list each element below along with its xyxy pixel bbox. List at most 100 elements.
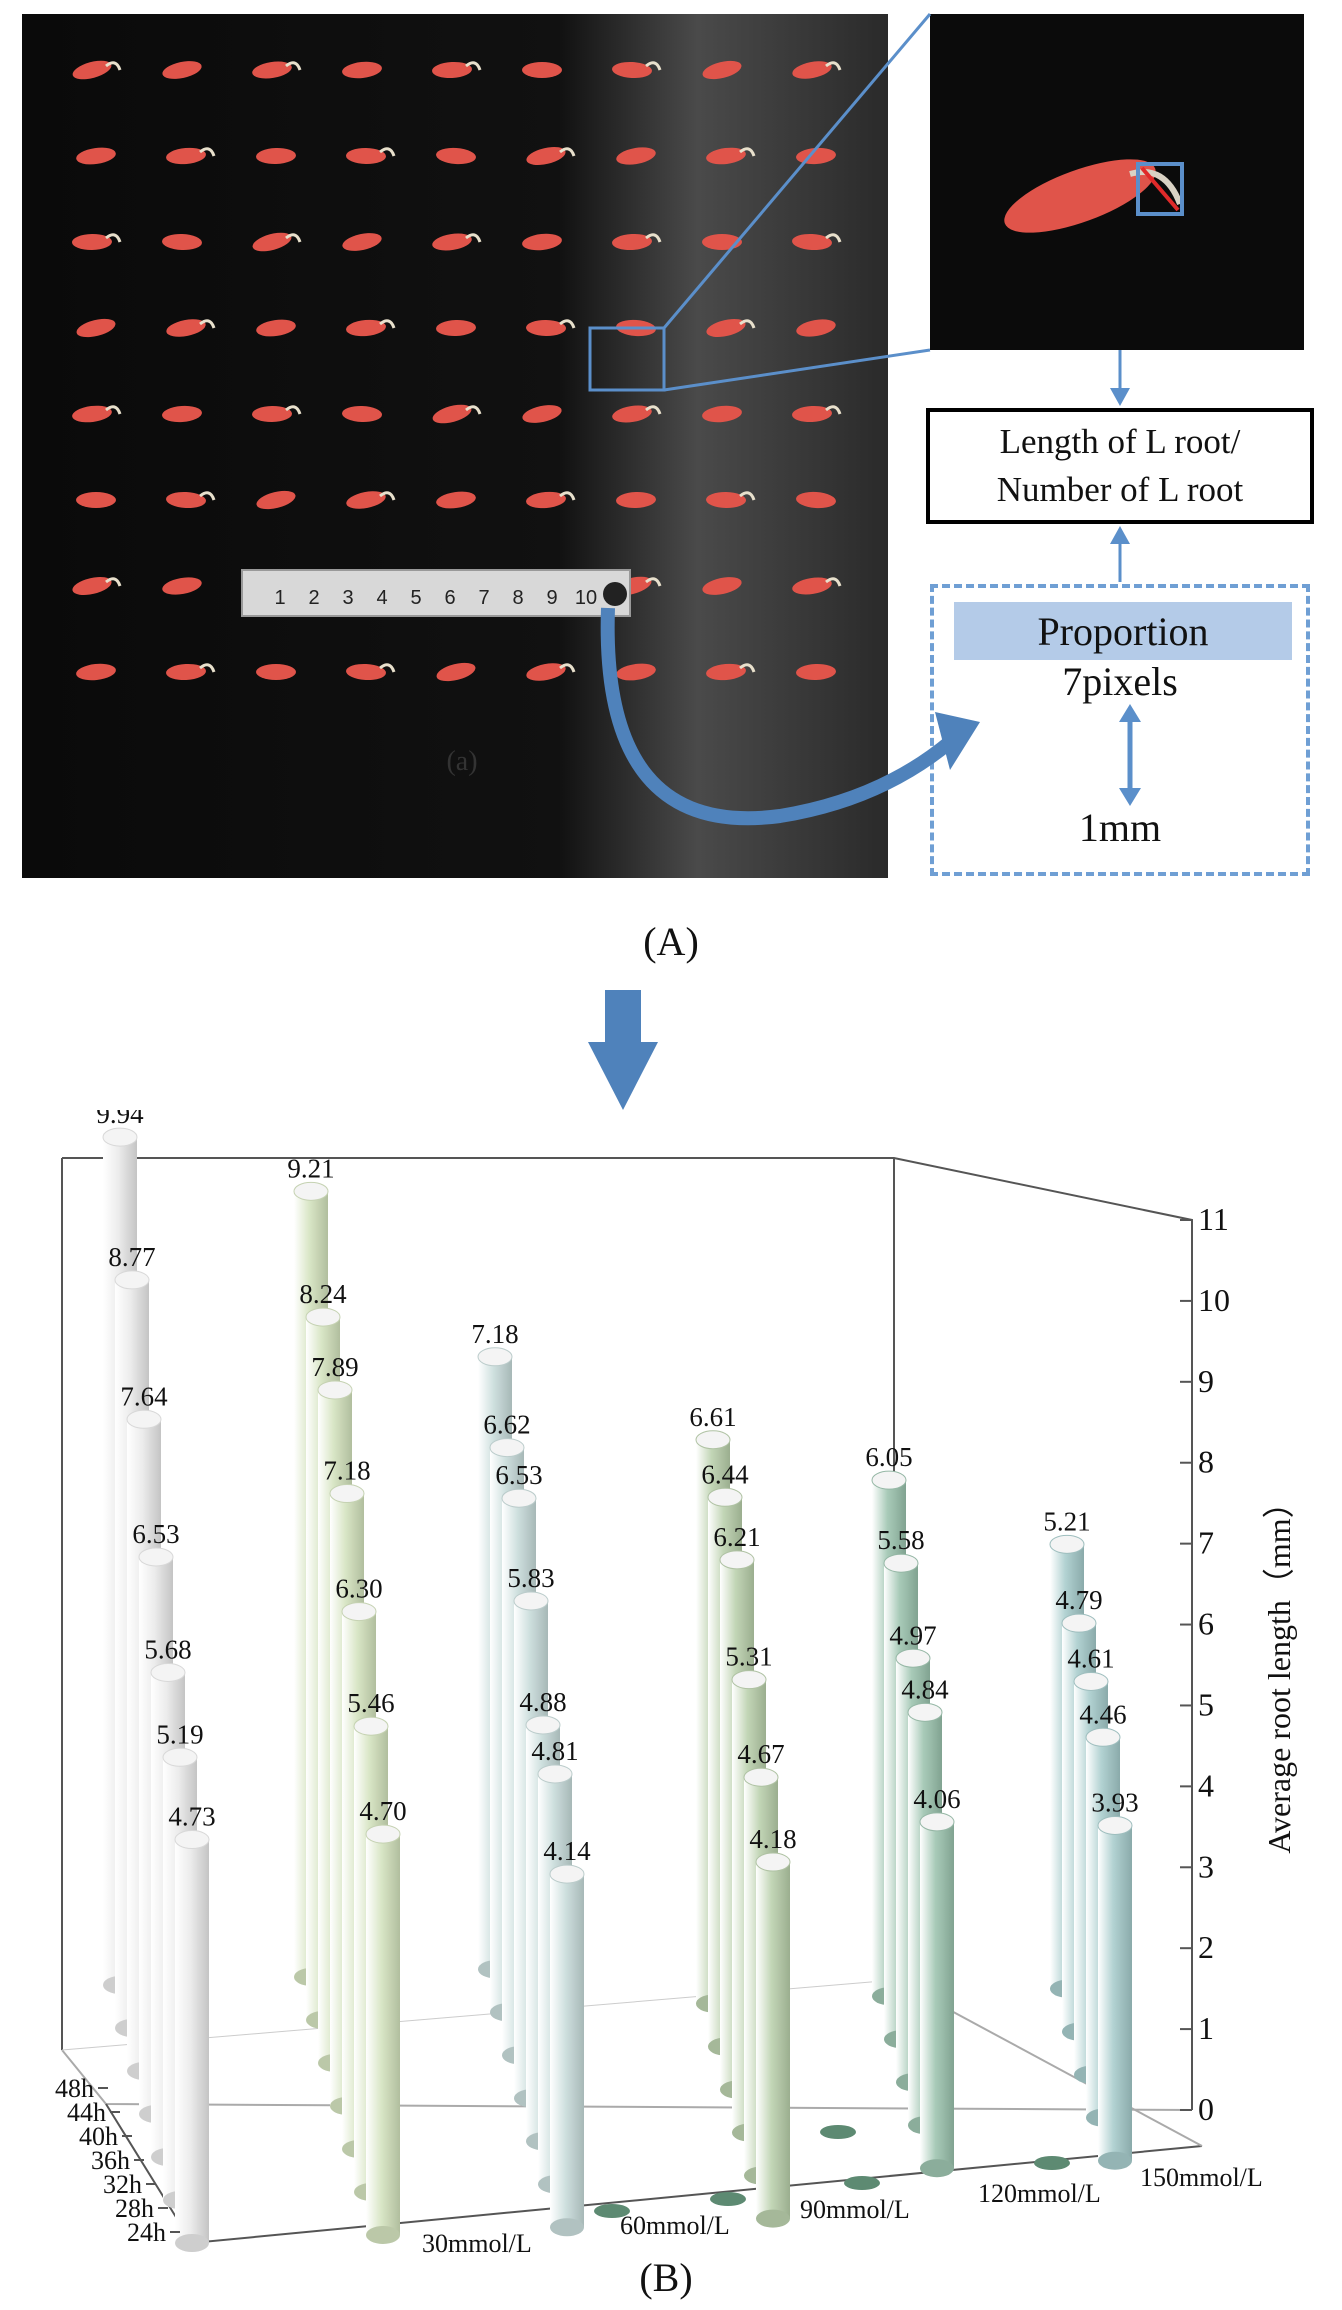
seed xyxy=(162,61,202,79)
down-arrow-a-to-b xyxy=(588,990,658,1110)
ruler-tick-label: 9 xyxy=(546,587,557,609)
seed xyxy=(432,233,482,251)
bar xyxy=(174,1830,210,2252)
value-label: 4.79 xyxy=(1055,1585,1102,1615)
value-label: 4.06 xyxy=(913,1784,960,1814)
value-label: 7.18 xyxy=(471,1319,518,1349)
value-label: 4.14 xyxy=(543,1836,591,1866)
value-label: 8.77 xyxy=(108,1242,155,1272)
seed xyxy=(792,577,842,595)
seed xyxy=(522,62,562,78)
z-tick-label: 3 xyxy=(1198,1848,1214,1884)
pixels-label: 7pixels xyxy=(1062,659,1178,704)
value-label: 5.68 xyxy=(144,1634,191,1664)
value-label: 5.21 xyxy=(1043,1506,1090,1536)
seed xyxy=(72,60,122,80)
x-tick-label: 120mmol/L xyxy=(978,2179,1101,2208)
x-tick-label: 30mmol/L xyxy=(422,2229,532,2258)
seed xyxy=(432,404,482,424)
value-label: 7.18 xyxy=(323,1456,370,1486)
z-tick-label: 10 xyxy=(1198,1282,1230,1318)
panel-a-caption: (A) xyxy=(643,919,699,964)
seed xyxy=(166,319,216,337)
value-label: 4.61 xyxy=(1067,1643,1114,1673)
z-tick-label: 5 xyxy=(1198,1686,1214,1722)
value-label: 7.89 xyxy=(311,1352,358,1382)
seed xyxy=(252,405,302,423)
x-tick-label: 150mmol/L xyxy=(1140,2163,1263,2192)
seed xyxy=(436,147,476,165)
value-label: 6.53 xyxy=(132,1519,179,1549)
value-label: 5.46 xyxy=(347,1688,394,1718)
value-label: 4.70 xyxy=(359,1796,406,1826)
proportion-box: Proportion 7pixels 1mm xyxy=(930,584,1310,876)
seed xyxy=(256,147,296,165)
value-label: 6.62 xyxy=(483,1410,530,1440)
value-label: 4.84 xyxy=(901,1674,949,1704)
y-tick-label: 36h xyxy=(91,2146,130,2175)
ruler-tick-label: 6 xyxy=(444,587,455,609)
z-tick-label: 1 xyxy=(1198,2010,1214,2046)
value-label: 4.88 xyxy=(519,1687,566,1717)
zero-disc xyxy=(820,2125,856,2139)
seed xyxy=(436,491,476,509)
y-tick-label: 32h xyxy=(103,2170,142,2199)
seed xyxy=(526,146,576,166)
bar xyxy=(755,1852,791,2228)
seed xyxy=(256,664,296,680)
seed xyxy=(162,233,202,251)
arrow-proportion-to-metric xyxy=(1110,526,1130,582)
value-label: 5.58 xyxy=(877,1525,924,1555)
z-tick-label: 6 xyxy=(1198,1606,1214,1642)
seed xyxy=(702,234,742,250)
zoomed-seed xyxy=(1004,159,1156,233)
value-label: 3.93 xyxy=(1091,1788,1138,1818)
seed xyxy=(72,405,122,423)
root-measure-box xyxy=(1136,162,1184,216)
z-axis-label: Average root length（mm） xyxy=(1261,1486,1297,1853)
ruler-tick-label: 5 xyxy=(410,587,421,609)
x-tick-label: 60mmol/L xyxy=(620,2211,730,2240)
zero-value-discs xyxy=(594,2125,1070,2218)
bar xyxy=(549,1864,585,2237)
bar xyxy=(919,1812,955,2178)
value-label: 6.21 xyxy=(713,1522,760,1552)
value-label: 4.67 xyxy=(737,1739,784,1769)
seed xyxy=(526,491,576,509)
seed xyxy=(612,405,662,423)
seed xyxy=(702,577,742,595)
z-tick-label: 9 xyxy=(1198,1363,1214,1399)
value-label: 5.83 xyxy=(507,1563,554,1593)
seed xyxy=(346,319,396,337)
seed xyxy=(252,61,302,79)
zero-disc xyxy=(844,2176,880,2190)
seed xyxy=(796,491,836,509)
seed xyxy=(342,233,382,251)
y-tick-label: 28h xyxy=(115,2194,154,2223)
seed xyxy=(526,663,576,681)
arrow-zoom-to-metric xyxy=(1110,350,1130,406)
value-label: 9.21 xyxy=(287,1153,334,1183)
seed xyxy=(166,147,216,165)
ruler-tick-label: 4 xyxy=(376,587,387,609)
seed xyxy=(706,491,756,509)
seed xyxy=(616,491,656,509)
seed xyxy=(346,147,396,165)
seed xyxy=(436,662,476,682)
value-label: 7.64 xyxy=(120,1381,168,1411)
seed xyxy=(76,492,116,508)
value-label: 4.97 xyxy=(889,1620,936,1650)
seed xyxy=(702,405,742,423)
ruler-tick-label: 1 xyxy=(274,587,285,609)
seed xyxy=(346,491,396,509)
zero-disc xyxy=(594,2204,630,2218)
value-label: 9.94 xyxy=(96,1110,144,1129)
chart-frame xyxy=(61,1157,1203,2245)
seed xyxy=(76,663,116,681)
seed xyxy=(162,577,202,595)
value-label: 5.31 xyxy=(725,1642,772,1672)
x-axis-ticks: 0mmol/L30mmol/L60mmol/L90mmol/L120mmol/L… xyxy=(206,2163,1263,2260)
